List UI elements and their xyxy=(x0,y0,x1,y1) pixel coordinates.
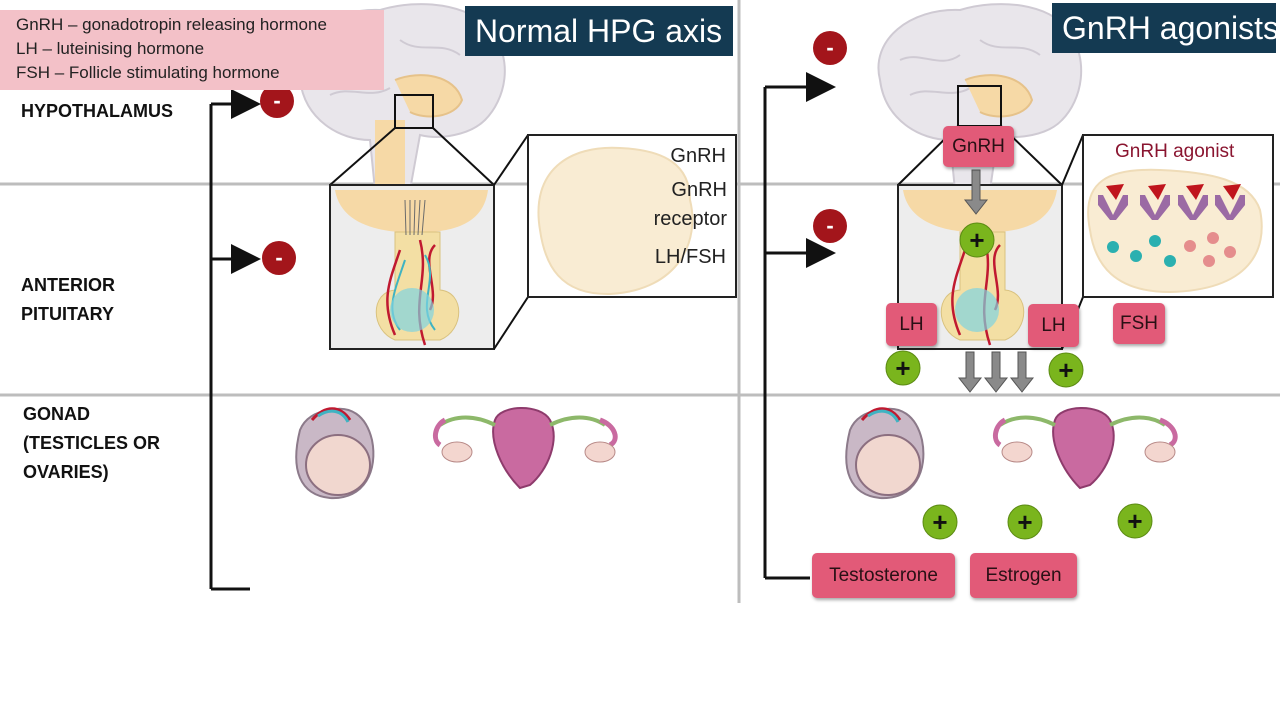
uterus-illustration-left xyxy=(432,407,618,490)
positive-signal-testicle xyxy=(922,504,958,540)
title-normal-hpg-axis: Normal HPG axis xyxy=(465,6,733,56)
hormone-granules xyxy=(1107,232,1236,267)
positive-signal-ovary-left xyxy=(1007,504,1043,540)
plus-symbol: + xyxy=(1127,506,1143,536)
stimulation-arrows xyxy=(957,169,1035,393)
positive-signal-ovary-right xyxy=(1117,503,1153,539)
glossary-gnrh: GnRH – gonadotropin releasing hormone xyxy=(16,15,327,34)
minus-symbol: - xyxy=(273,88,281,113)
positive-signal-lh-right xyxy=(1048,352,1084,388)
inset-label-gnrh: GnRH xyxy=(670,145,726,167)
minus-symbol: - xyxy=(275,245,283,270)
inset-label-gnrh-receptor: GnRH receptor xyxy=(653,179,727,230)
zoom-box-hypothalamus-left xyxy=(394,94,434,129)
feedback-line-left xyxy=(209,89,261,591)
hormone-box-gnrh: GnRH xyxy=(943,126,1014,167)
label-hypothalamus: HYPOTHALAMUS xyxy=(21,101,173,121)
testicle-illustration-left xyxy=(295,407,375,500)
minus-symbol: - xyxy=(826,35,834,60)
negative-feedback-hypothalamus-left xyxy=(260,84,294,118)
glossary-box: GnRH – gonadotropin releasing hormone LH… xyxy=(0,10,384,90)
title-gnrh-agonists: GnRH agonists xyxy=(1052,3,1279,53)
uterus-illustration-right xyxy=(992,407,1178,490)
testicle-illustration-right xyxy=(845,407,925,500)
plus-symbol: + xyxy=(1058,355,1074,385)
hormone-box-fsh: FSH xyxy=(1113,303,1165,344)
hormone-box-testosterone: Testosterone xyxy=(812,553,955,598)
negative-feedback-pituitary-right xyxy=(813,209,847,243)
hormone-box-estrogen: Estrogen xyxy=(970,553,1077,598)
positive-signal-pituitary xyxy=(959,222,995,258)
hormone-box-lh-right: LH xyxy=(1028,304,1079,347)
gnrh-receptors xyxy=(1098,195,1245,220)
negative-feedback-pituitary-left xyxy=(262,241,296,275)
inset-label-lh-fsh: LH/FSH xyxy=(654,246,726,268)
negative-feedback-hypothalamus-right xyxy=(813,31,847,65)
plus-symbol: + xyxy=(895,353,911,383)
positive-signal-lh-left xyxy=(885,350,921,386)
label-gonad: GONAD (TESTICLES OR OVARIES) xyxy=(23,404,161,482)
plus-symbol: + xyxy=(1017,507,1033,537)
hormone-box-lh-left: LH xyxy=(886,303,937,346)
minus-symbol: - xyxy=(826,213,834,238)
plus-symbol: + xyxy=(969,225,985,255)
label-gnrh-agonist: GnRH agonist xyxy=(1115,141,1235,162)
pituitary-illustration-right xyxy=(897,184,1063,350)
glossary-lh: LH – luteinising hormone xyxy=(16,39,205,58)
label-anterior-pituitary: ANTERIOR PITUITARY xyxy=(21,275,115,324)
gnrh-agonist-molecules xyxy=(1106,184,1241,200)
pituitary-illustration-left xyxy=(329,184,495,350)
plus-symbol: + xyxy=(932,507,948,537)
feedback-line-right xyxy=(763,72,836,580)
glossary-fsh: FSH – Follicle stimulating hormone xyxy=(16,63,280,82)
